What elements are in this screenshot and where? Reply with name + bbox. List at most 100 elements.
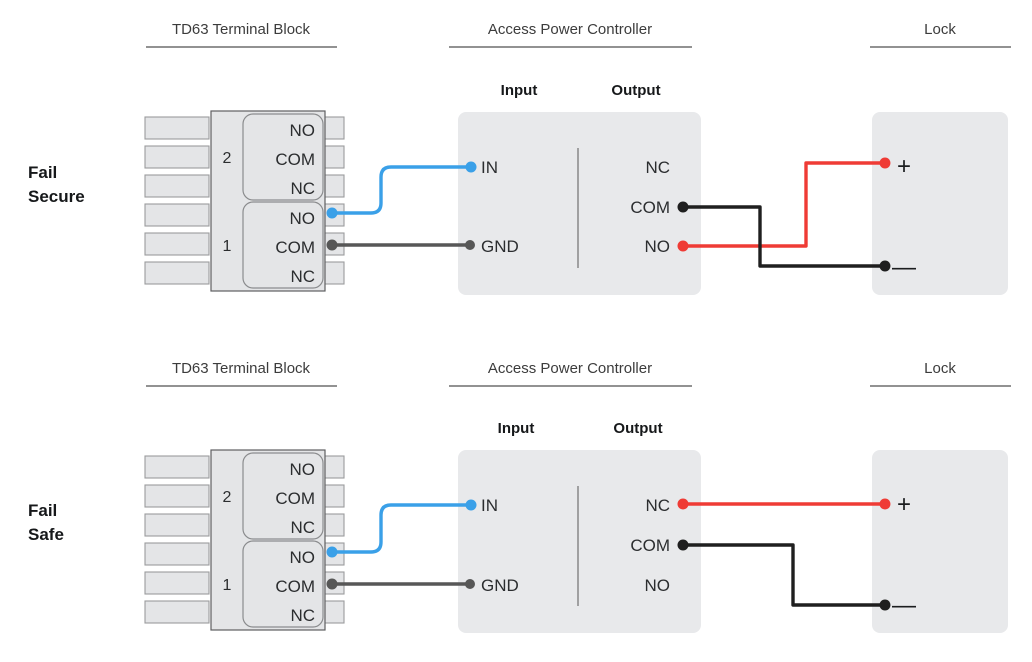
- wire-dot-in-2: [465, 499, 477, 511]
- tb2-g2-pin-com: COM: [275, 489, 315, 508]
- controller-pin-nc-2: NC: [645, 496, 670, 515]
- column-title-lock: Lock: [924, 21, 956, 38]
- column-title-controller: Access Power Controller: [488, 21, 652, 38]
- lock-terminal-minus: —: [892, 254, 916, 281]
- column-header-controller-top: Access Power Controller: [449, 21, 692, 48]
- controller-pin-in-2: IN: [481, 496, 498, 515]
- diagram-label-fail-safe: Fail Safe: [28, 501, 64, 544]
- wire-dot-gnd: [465, 240, 475, 250]
- controller-body-2: [458, 450, 701, 633]
- controller-box-bottom: Input Output IN GND NC COM NO: [458, 420, 701, 633]
- column-title-terminal-block-2: TD63 Terminal Block: [172, 360, 311, 377]
- wire-dot-out-com: [677, 201, 689, 213]
- tb2-group-1-box: [242, 540, 324, 628]
- controller-box-top: Input Output IN GND NC COM NO: [458, 82, 701, 295]
- wire-tb-no1-to-in-2: [330, 503, 473, 554]
- tb2-group-2-box: [242, 452, 324, 540]
- controller-output-header-2: Output: [613, 420, 662, 437]
- tb-group-2-box: [242, 113, 324, 201]
- tb-group-number-1: 1: [223, 238, 232, 255]
- lock-terminal-plus-2: +: [897, 491, 911, 518]
- lock-box-top: + —: [872, 112, 1008, 295]
- wire-dot-out-nc: [677, 498, 689, 510]
- controller-pin-gnd: GND: [481, 237, 519, 256]
- controller-pin-in: IN: [481, 158, 498, 177]
- terminal-block-bottom: 2 1 NO COM NC NO COM NC: [144, 449, 345, 631]
- controller-input-header-2: Input: [498, 420, 535, 437]
- controller-body: [458, 112, 701, 295]
- tb-left-tab-1: [144, 116, 210, 140]
- column-header-lock-bottom: Lock: [870, 360, 1011, 387]
- controller-output-header: Output: [611, 82, 660, 99]
- wire-dot-in: [465, 161, 477, 173]
- wire-dot-lock-plus: [879, 157, 891, 169]
- wire-out-no-to-lock-plus: [681, 161, 887, 248]
- diagram-label-line2: Secure: [28, 187, 85, 206]
- controller-pin-com: COM: [630, 198, 670, 217]
- wire-dot-lock-minus-2: [879, 599, 891, 611]
- tb2-g1-pin-com: COM: [275, 577, 315, 596]
- lock-body: [872, 112, 1008, 295]
- controller-pin-no: NO: [645, 237, 671, 256]
- tb2-g1-pin-no: NO: [290, 548, 316, 567]
- tb2-left-tab-5: [144, 571, 210, 595]
- diagram-fail-safe: TD63 Terminal Block Access Power Control…: [28, 360, 1011, 633]
- wire-dot-gnd-2: [465, 579, 475, 589]
- column-title-controller-2: Access Power Controller: [488, 360, 652, 377]
- wire-dot-tb-no1: [326, 207, 338, 219]
- diagram-label-line1: Fail: [28, 163, 57, 182]
- tb-left-tab-2: [144, 145, 210, 169]
- wire-dot-tb-no1-2: [326, 546, 338, 558]
- column-title-terminal-block: TD63 Terminal Block: [172, 21, 311, 38]
- tb-g1-pin-no: NO: [290, 209, 316, 228]
- controller-pin-com-2: COM: [630, 536, 670, 555]
- tb-g2-pin-com: COM: [275, 150, 315, 169]
- tb-left-tab-5: [144, 232, 210, 256]
- lock-body-2: [872, 450, 1008, 633]
- wires-fail-secure: [326, 157, 891, 272]
- tb-left-tab-6: [144, 261, 210, 285]
- tb-g2-pin-no: NO: [290, 121, 316, 140]
- wire-dot-out-no: [677, 240, 689, 252]
- column-title-lock-2: Lock: [924, 360, 956, 377]
- wire-dot-tb-com1: [326, 239, 338, 251]
- tb2-group-number-1: 1: [223, 577, 232, 594]
- column-header-terminal-block-top: TD63 Terminal Block: [146, 21, 337, 48]
- lock-terminal-plus: +: [897, 153, 911, 180]
- tb2-g2-pin-no: NO: [290, 460, 316, 479]
- tb-left-tab-4: [144, 203, 210, 227]
- tb2-left-tab-2: [144, 484, 210, 508]
- controller-pin-no-2: NO: [645, 576, 671, 595]
- wires-fail-safe: [326, 498, 891, 611]
- tb-group-number-2: 2: [223, 150, 232, 167]
- wire-tb-no1-to-in: [330, 165, 473, 215]
- tb-g2-pin-nc: NC: [290, 179, 315, 198]
- lock-box-bottom: + —: [872, 450, 1008, 633]
- tb-g1-pin-com: COM: [275, 238, 315, 257]
- tb-left-tab-3: [144, 174, 210, 198]
- wire-dot-lock-minus: [879, 260, 891, 272]
- column-header-terminal-block-bottom: TD63 Terminal Block: [146, 360, 337, 387]
- column-header-lock-top: Lock: [870, 21, 1011, 48]
- diagram-label-2-line1: Fail: [28, 501, 57, 520]
- tb2-g2-pin-nc: NC: [290, 518, 315, 537]
- diagram-label-2-line2: Safe: [28, 525, 64, 544]
- controller-pin-gnd-2: GND: [481, 576, 519, 595]
- controller-pin-nc: NC: [645, 158, 670, 177]
- wire-dot-tb-com1-2: [326, 578, 338, 590]
- tb2-g1-pin-nc: NC: [290, 606, 315, 625]
- wire-out-com-to-lock-minus: [681, 205, 887, 268]
- tb2-group-number-2: 2: [223, 489, 232, 506]
- wire-out-com-to-lock-minus-2: [681, 543, 887, 607]
- tb2-left-tab-3: [144, 513, 210, 537]
- controller-input-header: Input: [501, 82, 538, 99]
- diagram-label-fail-secure: Fail Secure: [28, 163, 85, 206]
- diagram-fail-secure: TD63 Terminal Block Access Power Control…: [28, 21, 1011, 295]
- wire-dot-out-com-2: [677, 539, 689, 551]
- terminal-block-top: 2 1 NO COM NC NO COM NC: [144, 110, 345, 292]
- tb-g1-pin-nc: NC: [290, 267, 315, 286]
- tb2-left-tab-1: [144, 455, 210, 479]
- tb2-left-tab-4: [144, 542, 210, 566]
